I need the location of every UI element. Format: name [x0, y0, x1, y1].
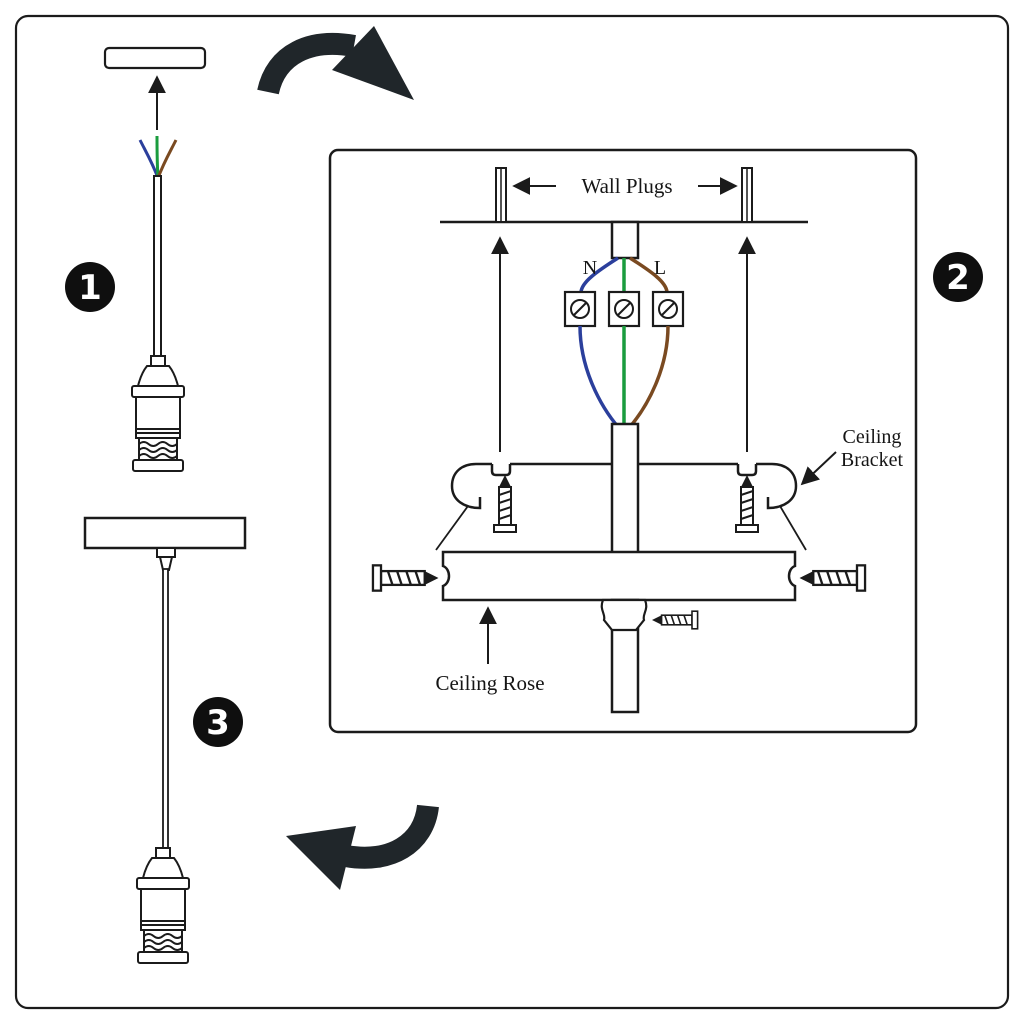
neutral-wire-upper: [579, 256, 619, 293]
live-label: L: [654, 257, 666, 279]
ceiling-rose-body: [441, 550, 797, 602]
arrow-head: [332, 26, 414, 100]
ceiling-rose-label: Ceiling Rose: [435, 671, 544, 695]
wall-plug-left: [495, 167, 507, 223]
ceiling-plate: [103, 46, 207, 70]
step2-wiring-panel: Wall Plugs N L: [328, 148, 918, 734]
flow-arrow-top: [257, 26, 414, 100]
badge-number: 2: [946, 258, 970, 298]
step1-cord-set: [103, 46, 207, 472]
ceiling-bracket-arrow: [800, 451, 837, 486]
pendant-stem-upper: [610, 422, 640, 555]
pendant-cord: [153, 175, 162, 359]
ceiling-bracket-label-line2: Bracket: [841, 449, 904, 471]
badge-circle: [193, 697, 243, 747]
live-wire: [156, 139, 178, 179]
live-wire-lower: [627, 325, 670, 430]
terminal-block-earth: [607, 290, 641, 328]
arrow-tail: [257, 33, 356, 95]
neutral-label: N: [583, 257, 597, 279]
cord-grip-top: [156, 547, 176, 558]
flow-arrow-bottom: [286, 804, 439, 890]
step2-badge: 2: [933, 252, 983, 302]
earth-wire: [155, 135, 160, 179]
pendant-cord: [162, 568, 169, 851]
live-wire-upper: [629, 256, 669, 293]
arrow-tail: [344, 804, 439, 869]
terminal-block-neutral: [563, 290, 597, 328]
ceiling-bracket-label-line1: Ceiling: [843, 426, 902, 448]
step1-badge: 1: [65, 262, 115, 312]
wall-plug-right: [741, 167, 753, 223]
cord-grip: [158, 556, 174, 571]
alignment-line-left: [435, 505, 469, 551]
neutral-wire: [138, 139, 160, 179]
neutral-wire-lower: [578, 325, 621, 430]
terminal-block-live: [651, 290, 685, 328]
cord-grip-nipple: [600, 598, 648, 632]
badge-circle: [65, 262, 115, 312]
badge-number: 3: [206, 703, 230, 743]
arrow-head: [286, 826, 356, 890]
supply-cable: [610, 220, 640, 260]
ceiling-bracket: [450, 462, 798, 510]
wall-plugs-label: Wall Plugs: [581, 174, 672, 198]
step3-badge: 3: [193, 697, 243, 747]
badge-circle: [933, 252, 983, 302]
step3-assembled-pendant: [83, 516, 247, 964]
lamp-holder: [131, 355, 185, 472]
page-border: [14, 14, 1010, 1010]
alignment-line-right: [779, 505, 807, 551]
lamp-holder: [136, 847, 190, 964]
badge-number: 1: [78, 268, 102, 308]
ceiling-rose-cover: [83, 516, 247, 550]
